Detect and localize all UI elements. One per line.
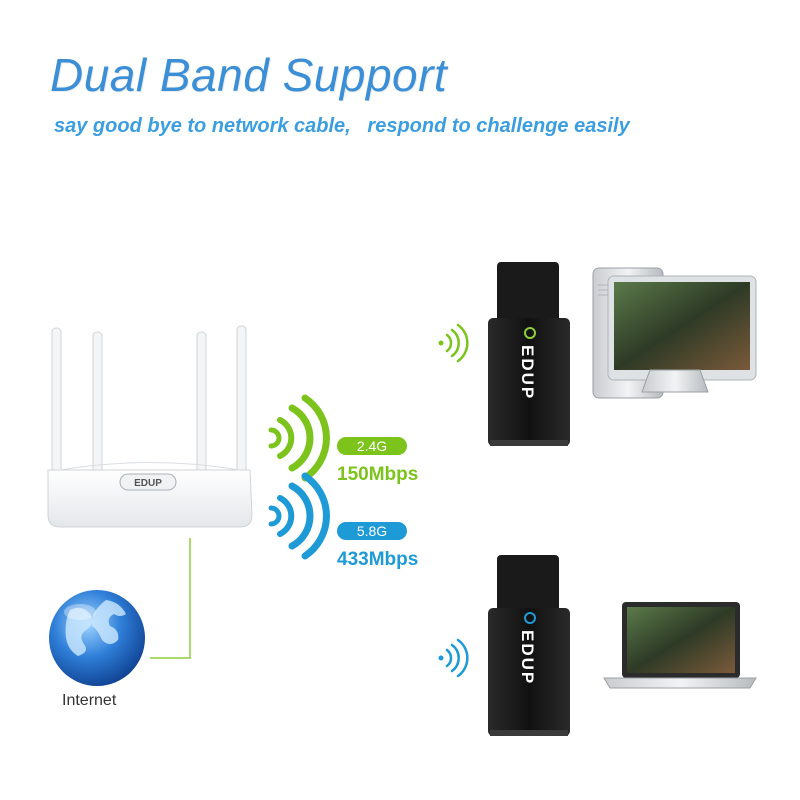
usb-adapter-bottom: EDUP	[488, 555, 570, 736]
desktop-computer	[592, 267, 757, 399]
router-antennas	[51, 325, 247, 479]
router-brand: EDUP	[134, 478, 162, 489]
wifi-small-cyan-icon	[438, 638, 469, 678]
page-title: Dual Band Support	[50, 49, 448, 101]
connection-line	[150, 538, 191, 659]
band-58g-speed: 433Mbps	[337, 549, 419, 570]
wifi-small-green-icon	[438, 323, 469, 363]
usb-adapter-top: EDUP	[488, 262, 570, 446]
wifi-signal-24g-icon	[268, 394, 330, 482]
band-24g-speed: 150Mbps	[337, 464, 419, 485]
wifi-signal-58g-icon	[268, 472, 330, 560]
band-58g-badge: 5.8G	[337, 522, 407, 540]
router: EDUP	[47, 325, 253, 528]
adapter-brand-bottom: EDUP	[518, 630, 537, 685]
page-subtitle: say good bye to network cable, respond t…	[54, 115, 630, 137]
internet-label: Internet	[62, 692, 117, 709]
adapter-brand-top: EDUP	[518, 345, 537, 400]
globe-icon	[49, 590, 145, 686]
band-24g-badge: 2.4G	[337, 437, 407, 455]
laptop	[603, 602, 757, 689]
